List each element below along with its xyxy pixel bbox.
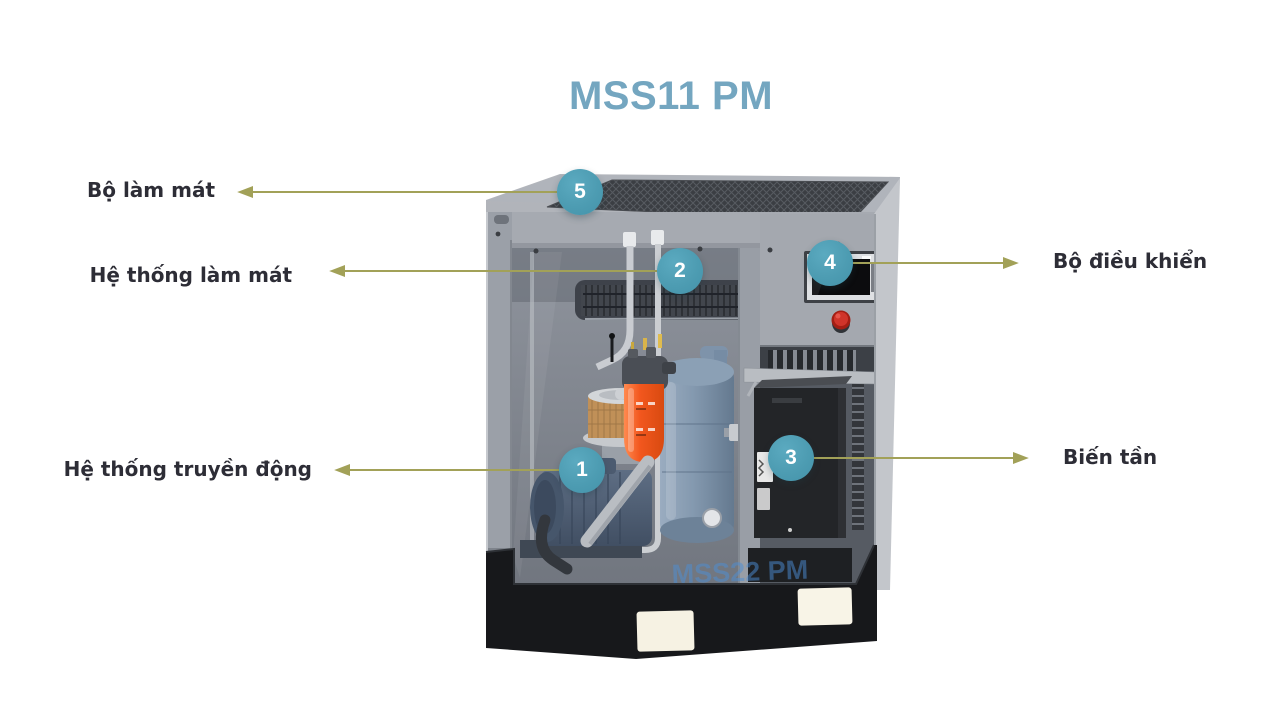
side-grille (852, 382, 864, 530)
callout-label-cooler: Bộ làm mát (87, 178, 215, 202)
tank-bolt (702, 508, 722, 528)
pipe-right (606, 244, 661, 553)
callout-label-drive-system: Hệ thống truyền động (63, 457, 312, 481)
emergency-stop-button (831, 310, 851, 333)
page-title: MSS11 PM (568, 74, 774, 118)
callout-label-inverter: Biến tần (1063, 445, 1158, 469)
callout-label-controller: Bộ điều khiển (1053, 249, 1208, 273)
callout-label-cooling-system: Hệ thống làm mát (89, 263, 292, 287)
badge-4-number: 4 (824, 251, 836, 274)
forklift-slot (797, 587, 853, 626)
oil-filter (622, 347, 676, 462)
sensor-yellow (658, 334, 662, 348)
sensor-yellow (643, 338, 647, 350)
lower-recess (748, 548, 852, 582)
badge-3: 3 (768, 435, 814, 481)
badge-3-number: 3 (785, 446, 797, 469)
base-skid (485, 544, 877, 659)
forklift-slot (636, 610, 695, 652)
right-edge-panel (874, 178, 900, 590)
badge-1: 1 (559, 447, 605, 493)
badge-1-number: 1 (576, 458, 588, 481)
badge-2: 2 (657, 248, 703, 294)
discharge-pipe (580, 455, 655, 548)
sensor-yellow (631, 342, 634, 352)
hinge-knob (494, 215, 509, 224)
badge-5: 5 (557, 169, 603, 215)
badge-4: 4 (807, 240, 853, 286)
badge-5-number: 5 (574, 180, 586, 203)
left-frame-column (486, 212, 512, 590)
badge-2-number: 2 (674, 259, 686, 282)
frame-rod (530, 252, 534, 552)
rubber-hose (535, 514, 573, 575)
